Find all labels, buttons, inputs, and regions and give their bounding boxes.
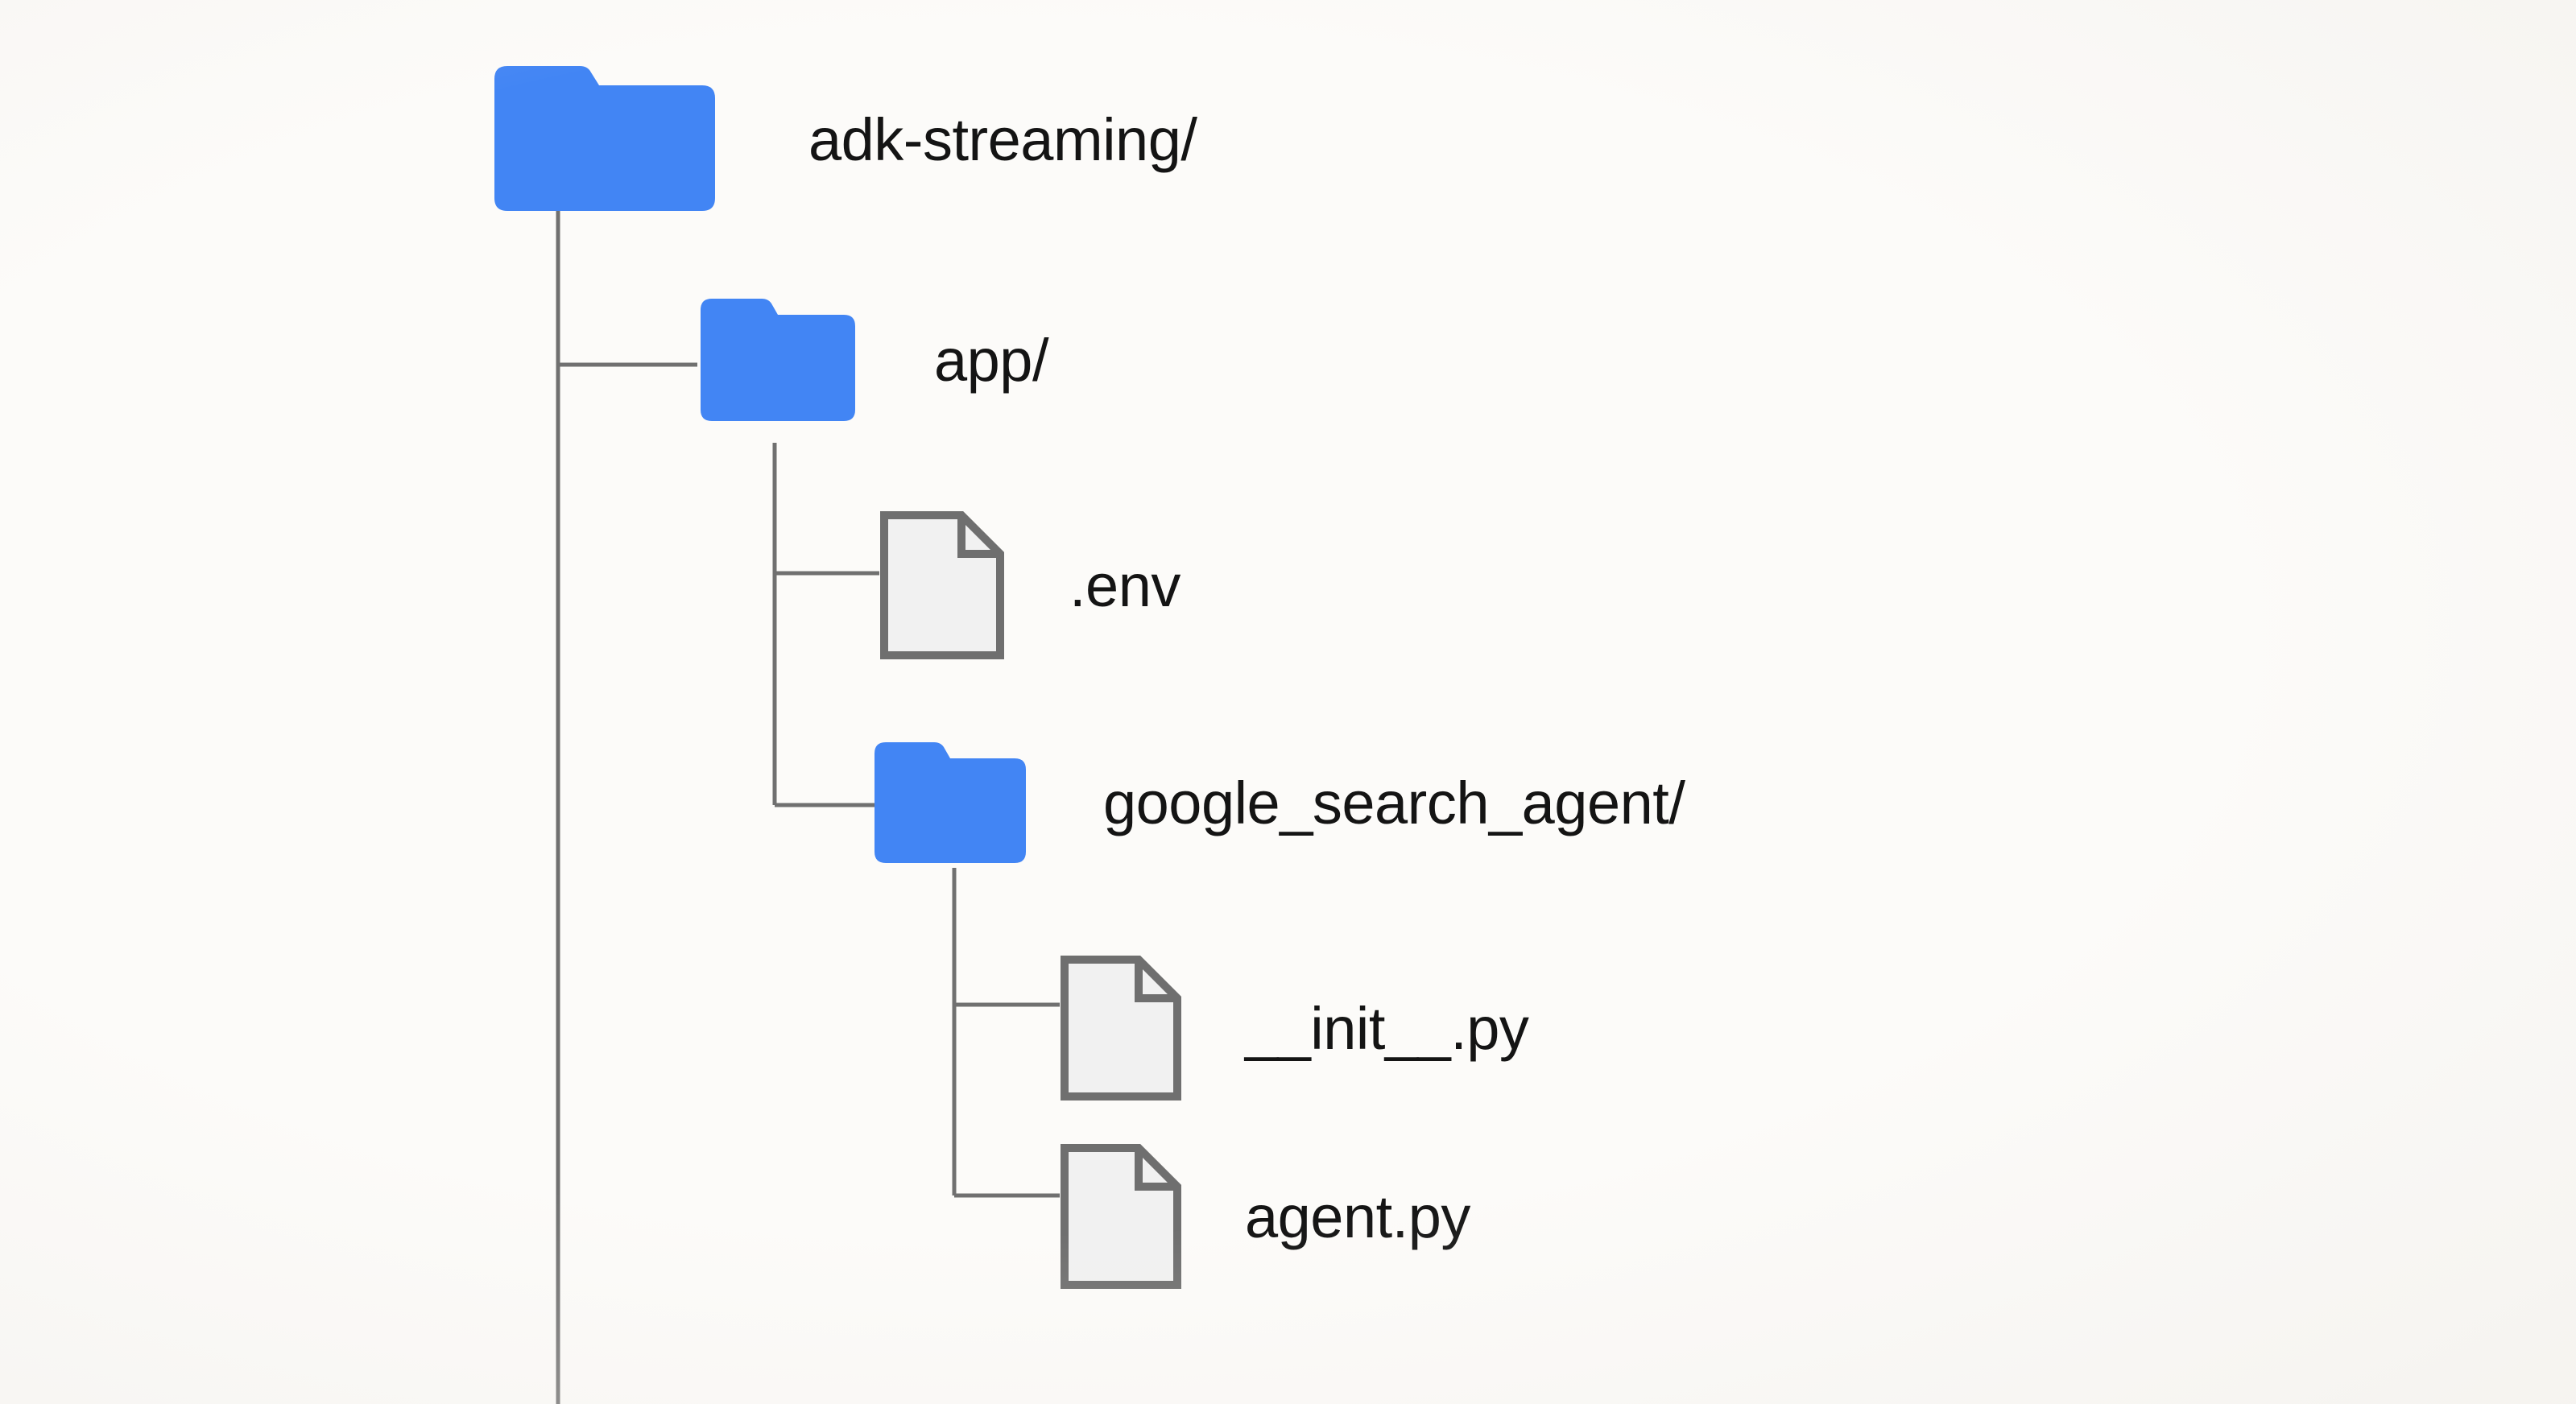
tree-node-app[interactable]: app/ (697, 295, 1049, 424)
tree-node-google-search-agent[interactable]: google_search_agent/ (871, 739, 1685, 866)
tree-node-agent-py[interactable]: agent.py (1058, 1142, 1470, 1291)
tree-node-label-agent-py: agent.py (1245, 1183, 1470, 1250)
tree-node-label-google-search-agent: google_search_agent/ (1103, 769, 1685, 836)
folder-icon (871, 739, 1029, 866)
file-icon (1058, 1142, 1184, 1291)
tree-node-label-env: .env (1069, 551, 1180, 619)
folder-icon (490, 63, 720, 216)
tree-node-label-app: app/ (934, 326, 1049, 394)
tree-node-label-init-py: __init__.py (1245, 994, 1529, 1062)
tree-node-root[interactable]: adk-streaming/ (490, 63, 1197, 216)
tree-node-label-root: adk-streaming/ (808, 105, 1197, 173)
tree-node-init-py[interactable]: __init__.py (1058, 953, 1529, 1103)
file-icon (878, 509, 1007, 662)
file-icon (1058, 953, 1184, 1103)
tree-node-env[interactable]: .env (878, 509, 1180, 662)
folder-icon (697, 295, 858, 424)
